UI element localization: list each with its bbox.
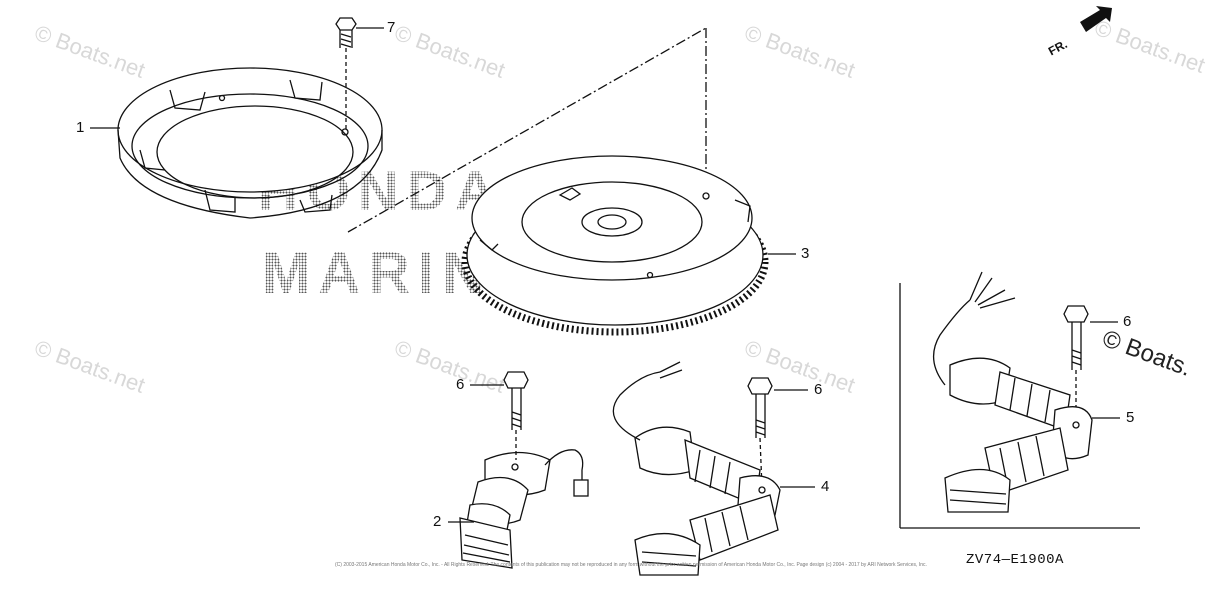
inset-frame: [899, 283, 1140, 529]
part-1-flywheel-cover: [117, 67, 383, 219]
front-direction-arrow-icon: [1080, 6, 1112, 32]
part-4-coil: [612, 361, 781, 576]
copyright-notice: (C) 2003-2015 American Honda Motor Co., …: [335, 562, 927, 568]
part-2-coil: [459, 449, 589, 569]
part-6-bolt-left: [503, 371, 529, 460]
callout-4: 4: [821, 478, 830, 495]
part-3-flywheel: [461, 155, 769, 336]
part-5-coil: [933, 271, 1093, 513]
callout-2: 2: [433, 513, 442, 530]
callout-6: 6: [456, 376, 465, 393]
callout-1: 1: [76, 119, 85, 136]
callout-5: 5: [1126, 409, 1135, 426]
callout-7: 7: [387, 19, 396, 36]
diagram-code: ZV74—E1900A: [966, 552, 1064, 568]
part-7-bolt: [335, 17, 357, 130]
callout-3: 3: [801, 245, 810, 262]
callout-6: 6: [814, 381, 823, 398]
part-6-bolt-middle: [747, 377, 773, 489]
part-6-bolt-inset: [1063, 305, 1089, 420]
callout-6: 6: [1123, 313, 1132, 330]
